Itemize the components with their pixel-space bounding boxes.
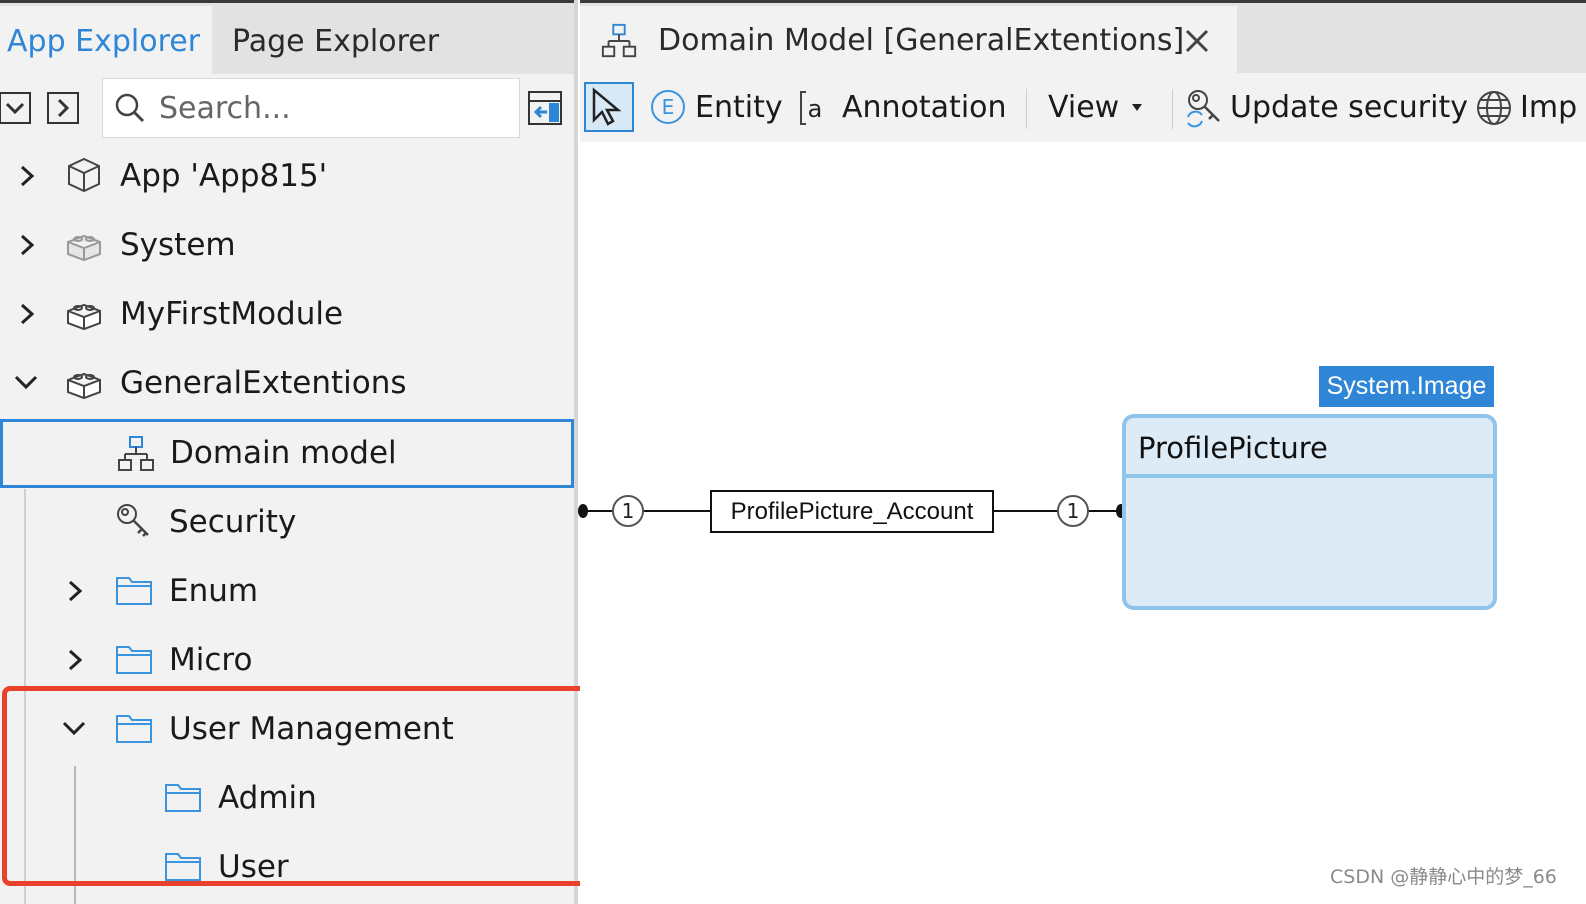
entity-icon: E (651, 90, 685, 124)
tree-label-security: Security (169, 504, 297, 540)
editor-tab-title: Domain Model [GeneralExtentions] (658, 23, 1185, 58)
entity-name: ProfilePicture (1138, 431, 1328, 465)
entity-profilepicture[interactable]: ProfilePicture (1122, 414, 1497, 610)
domain-model-icon (118, 436, 154, 471)
entity-label: Entity (695, 90, 783, 125)
toolbar-separator (1172, 89, 1173, 129)
svg-text:a: a (808, 95, 823, 123)
association-end-dot (1116, 504, 1126, 518)
app-explorer-panel: App Explorer Page Explorer App 'App8 (0, 0, 578, 904)
domain-model-icon (601, 23, 637, 58)
tree-item-user[interactable]: User (0, 833, 574, 902)
tree-item-domain-model[interactable]: Domain model (0, 419, 574, 488)
toolbar-separator (1026, 89, 1027, 129)
entity-header: ProfilePicture (1126, 418, 1493, 478)
sync-panel-icon[interactable] (527, 90, 563, 126)
editor-toolbar: E Entity a Annotation View Update securi… (580, 73, 1586, 142)
tree-guide-line (74, 766, 76, 904)
generalization-tag[interactable]: System.Image (1319, 366, 1494, 407)
tree-item-micro[interactable]: Micro (0, 626, 574, 695)
view-dropdown[interactable]: View (1048, 73, 1142, 142)
tab-domain-model[interactable]: Domain Model [GeneralExtentions] (580, 6, 1237, 76)
pointer-icon (592, 87, 622, 126)
collapse-all-icon[interactable] (0, 91, 32, 125)
tree-label-app: App 'App815' (120, 158, 328, 194)
update-security-icon (1187, 90, 1220, 128)
module-icon (67, 234, 101, 262)
expand-all-icon[interactable] (46, 91, 80, 125)
chevron-right-icon[interactable] (62, 646, 88, 674)
globe-icon (1477, 91, 1511, 125)
import-label: Imp (1520, 90, 1578, 125)
multiplicity-left: 1 (612, 495, 644, 527)
tree-label-user: User (218, 849, 289, 885)
tree-label-myfirstmodule: MyFirstModule (120, 296, 344, 332)
svg-text:E: E (662, 95, 675, 119)
tree-label-user-management: User Management (169, 711, 454, 747)
tree-item-security[interactable]: Security (0, 488, 574, 557)
module-icon (67, 372, 101, 400)
tree-item-generalextentions[interactable]: GeneralExtentions (0, 349, 574, 418)
tree-item-user-management[interactable]: User Management (0, 695, 574, 764)
tree-label-enum: Enum (169, 573, 259, 609)
annotation-highlight-box (2, 686, 637, 886)
annotation-label: Annotation (842, 90, 1007, 125)
watermark: CSDN @静静心中的梦_66 (1330, 866, 1557, 888)
key-icon (117, 504, 149, 537)
association-end-dot (578, 504, 588, 518)
chevron-down-icon[interactable] (60, 715, 88, 741)
close-icon[interactable] (1182, 26, 1212, 56)
tree-item-admin[interactable]: Admin (0, 764, 574, 833)
tree-label-admin: Admin (218, 780, 317, 816)
chevron-right-icon[interactable] (14, 300, 40, 328)
editor-tab-bar: Domain Model [GeneralExtentions] (580, 0, 1586, 76)
tree-label-system: System (120, 227, 236, 263)
view-label: View (1048, 90, 1120, 125)
select-tool-button[interactable] (584, 82, 634, 132)
chevron-right-icon[interactable] (62, 577, 88, 605)
explorer-tab-bar: App Explorer Page Explorer (0, 0, 574, 77)
tree-guide-line (24, 489, 26, 904)
search-input[interactable] (159, 79, 509, 137)
tree-label-domain-model: Domain model (170, 435, 397, 471)
chevron-right-icon[interactable] (14, 231, 40, 259)
tree-label-micro: Micro (169, 642, 253, 678)
folder-icon (116, 715, 152, 743)
update-security-label: Update security (1230, 90, 1468, 125)
multiplicity-right: 1 (1057, 495, 1089, 527)
folder-icon (165, 853, 201, 881)
tree-item-system[interactable]: System (0, 211, 574, 280)
tree-item-myfirstmodule[interactable]: MyFirstModule (0, 280, 574, 349)
annotation-icon: a (800, 91, 823, 125)
tab-app-explorer[interactable]: App Explorer (0, 6, 212, 77)
tree-item-app[interactable]: App 'App815' (0, 142, 574, 211)
chevron-down-icon[interactable] (12, 369, 40, 395)
tree-item-enum[interactable]: Enum (0, 557, 574, 626)
tab-page-explorer[interactable]: Page Explorer (232, 24, 440, 59)
folder-icon (116, 577, 152, 605)
folder-icon (165, 784, 201, 812)
chevron-right-icon[interactable] (14, 162, 40, 190)
module-icon (67, 303, 101, 331)
folder-icon (116, 646, 152, 674)
dropdown-caret-icon (1132, 104, 1142, 111)
app-cube-icon (68, 157, 100, 193)
search-box (102, 78, 520, 138)
tree-label-generalextentions: GeneralExtentions (120, 365, 407, 401)
association-label[interactable]: ProfilePicture_Account (710, 490, 994, 533)
search-icon (115, 93, 145, 123)
